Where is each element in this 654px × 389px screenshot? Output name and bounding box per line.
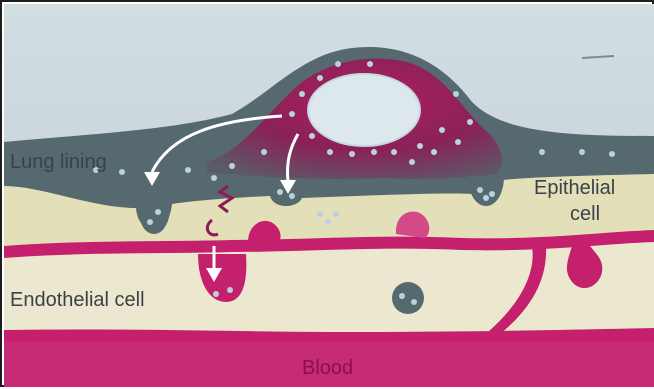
label-epithelial-line2: cell	[570, 203, 600, 225]
interstitial-vesicle	[392, 282, 424, 314]
label-lung-lining: Lung lining	[10, 151, 107, 173]
label-endothelial-cell: Endothelial cell	[10, 289, 145, 311]
label-blood: Blood	[302, 357, 353, 379]
label-epithelial-line1: Epithelial	[534, 177, 615, 199]
cell-nucleus	[308, 74, 420, 146]
